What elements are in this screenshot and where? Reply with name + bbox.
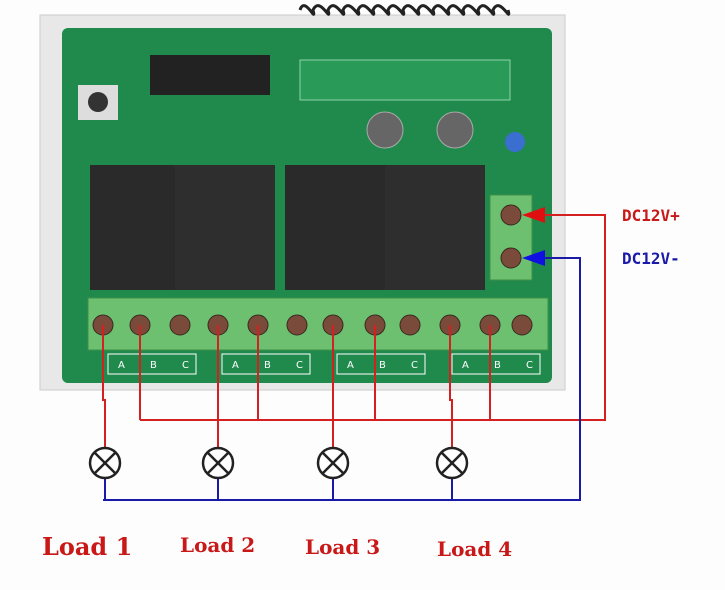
- terminal-label-c: C: [526, 360, 533, 371]
- terminal-group-box: [221, 353, 311, 375]
- lamp-icon: [435, 446, 469, 480]
- terminal-label-a: A: [118, 360, 125, 371]
- negative-wire: [103, 257, 581, 501]
- positive-wire: [140, 214, 606, 421]
- terminal-label-b: B: [494, 360, 501, 371]
- power-screw-negative: [500, 247, 522, 269]
- dc-negative-label: DC12V-: [622, 249, 680, 268]
- terminal-label-c: C: [182, 360, 189, 371]
- terminal-screw: [286, 314, 308, 336]
- terminal-label-a: A: [232, 360, 239, 371]
- terminal-screw: [169, 314, 191, 336]
- relay-1: [90, 165, 185, 290]
- rf-module: [299, 59, 511, 101]
- ic-chip: [195, 55, 270, 95]
- load-label-4: Load 4: [437, 537, 512, 561]
- push-button-cap: [88, 92, 108, 112]
- terminal-group-box: [451, 353, 541, 375]
- terminal-screw: [399, 314, 421, 336]
- relay-2: [175, 165, 275, 290]
- load-label-3: Load 3: [305, 535, 380, 559]
- positive-arrow-icon: [522, 207, 545, 223]
- relay-4: [385, 165, 485, 290]
- capacitor: [436, 111, 474, 149]
- load-feed-wire: [102, 325, 106, 448]
- load-feed-wire: [449, 325, 453, 448]
- capacitor-blue: [505, 132, 525, 152]
- terminal-label-b: B: [379, 360, 386, 371]
- terminal-label-c: C: [411, 360, 418, 371]
- output-terminal-strip: [87, 297, 549, 351]
- ic-chip: [150, 55, 195, 95]
- lamp-icon: [316, 446, 350, 480]
- lamp-icon: [88, 446, 122, 480]
- load-label-1: Load 1: [42, 532, 132, 561]
- terminal-group-box: [336, 353, 426, 375]
- terminal-label-a: A: [347, 360, 354, 371]
- load-label-2: Load 2: [180, 533, 255, 557]
- relay-3: [285, 165, 385, 290]
- lamp-icon: [201, 446, 235, 480]
- terminal-group-box: [107, 353, 197, 375]
- terminal-label-b: B: [264, 360, 271, 371]
- power-screw-positive: [500, 204, 522, 226]
- capacitor: [366, 111, 404, 149]
- dc-positive-label: DC12V+: [622, 206, 680, 225]
- negative-arrow-icon: [522, 250, 545, 266]
- terminal-label-b: B: [150, 360, 157, 371]
- relays: [90, 165, 485, 290]
- terminal-screw: [511, 314, 533, 336]
- terminal-label-c: C: [296, 360, 303, 371]
- antenna-coil: [298, 4, 511, 16]
- terminal-label-a: A: [462, 360, 469, 371]
